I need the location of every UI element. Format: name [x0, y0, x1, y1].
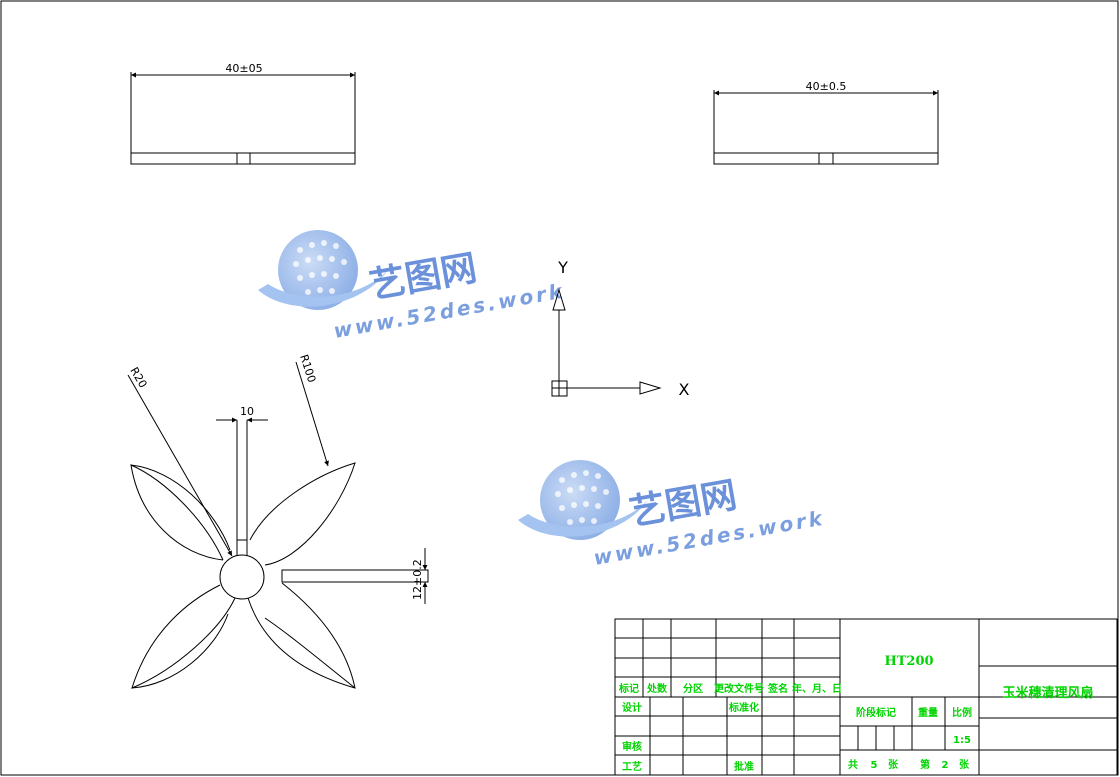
sheets-unit-1: 张: [888, 758, 899, 771]
row-design: 设计: [622, 701, 642, 714]
header-signature: 签名: [767, 682, 788, 695]
blade-radius-dimension: R100: [297, 353, 318, 384]
material-label: HT200: [884, 654, 933, 669]
sheets-total: 5: [871, 760, 878, 771]
watermark-logo: 艺图网 www.52des.work: [258, 230, 567, 343]
hub-radius-dimension: R20: [127, 365, 149, 390]
top-right-view: 40±0.5: [713, 80, 939, 165]
header-zone: 分区: [683, 682, 703, 695]
stage-mark-label: 阶段标记: [856, 706, 896, 719]
part-name: 玉米穗清理风扇: [1002, 685, 1093, 701]
top-right-dimension: 40±0.5: [806, 80, 847, 93]
title-block-text: HT200 玉米穗清理风扇 标记 处数 分区 更改文件号 签名 年、月、日 设计…: [618, 654, 1094, 773]
watermark-logo-2: 艺图网 www.52des.work: [518, 460, 827, 570]
ucs-icon: X Y: [551, 258, 690, 399]
weight-label: 重量: [918, 706, 938, 719]
header-mark: 标记: [618, 682, 639, 695]
scale-label: 比例: [952, 706, 972, 719]
row-standardize: 标准化: [728, 701, 759, 714]
ucs-y-label: Y: [557, 258, 568, 277]
blade-thickness-dimension: 12±0.2: [411, 559, 424, 600]
sheets-total-prefix: 共: [848, 758, 858, 771]
slot-width-dimension: 10: [240, 405, 254, 418]
top-left-view: 40±05: [130, 62, 356, 165]
header-date: 年、月、日: [792, 682, 842, 695]
header-change-doc: 更改文件号: [714, 682, 764, 695]
front-view-dimensions: 10 R20 R100 12±0.2: [127, 353, 428, 604]
top-left-dimension: 40±05: [225, 62, 262, 75]
sheet-no-prefix: 第: [920, 758, 930, 771]
scale-value: 1:5: [953, 735, 971, 746]
row-approve: 批准: [734, 760, 754, 773]
row-review: 审核: [622, 740, 642, 753]
sheets-unit-2: 张: [959, 758, 970, 771]
row-process: 工艺: [622, 760, 642, 773]
ucs-x-label: X: [679, 380, 690, 399]
header-count: 处数: [646, 682, 668, 695]
title-block: [614, 618, 1118, 776]
sheet-no: 2: [942, 760, 949, 771]
fan-front-view: [130, 420, 429, 689]
fan-hub: [219, 554, 265, 600]
